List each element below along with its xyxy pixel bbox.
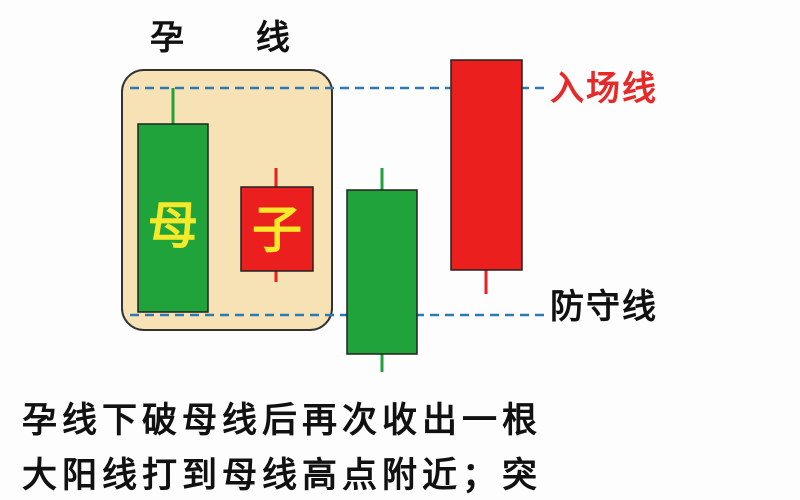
defense-line-label: 防守线 bbox=[550, 287, 658, 327]
breakdown-candle-body bbox=[346, 189, 418, 355]
mother-candle-label: 母 bbox=[148, 197, 198, 255]
child-candle-label: 子 bbox=[252, 201, 302, 259]
caption-line-2: 大阳线打到母线高点附近；突 bbox=[22, 456, 543, 496]
diagram-title: 孕 线 bbox=[150, 18, 320, 58]
breakout-candle-body bbox=[450, 59, 523, 271]
caption-line-1: 孕线下破母线后再次收出一根 bbox=[22, 401, 543, 441]
entry-line-label: 入场线 bbox=[550, 69, 658, 109]
child-candle-body bbox=[240, 186, 314, 272]
candlestick-chart: 母 子 入场线 防守线 bbox=[121, 59, 658, 372]
mother-candle-body bbox=[137, 123, 209, 313]
